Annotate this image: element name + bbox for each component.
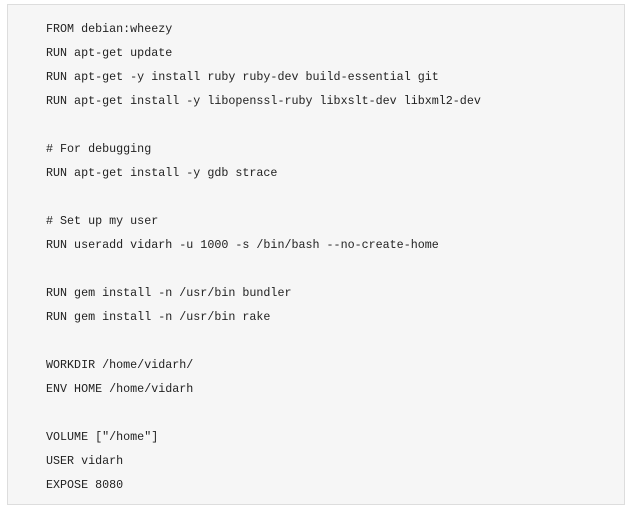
- code-line: FROM debian:wheezy: [46, 22, 173, 36]
- code-line: ENV HOME /home/vidarh: [46, 382, 194, 396]
- code-line: RUN gem install -n /usr/bin bundler: [46, 286, 292, 300]
- code-line: RUN apt-get -y install ruby ruby-dev bui…: [46, 70, 439, 84]
- code-line: RUN apt-get update: [46, 46, 173, 60]
- code-line: USER vidarh: [46, 454, 124, 468]
- code-line: EXPOSE 8080: [46, 478, 124, 492]
- code-line: RUN gem install -n /usr/bin rake: [46, 310, 271, 324]
- code-line: RUN apt-get install -y libopenssl-ruby l…: [46, 94, 481, 108]
- code-line: [46, 257, 624, 281]
- code-line: VOLUME ["/home"]: [46, 430, 159, 444]
- code-line: RUN useradd vidarh -u 1000 -s /bin/bash …: [46, 238, 439, 252]
- code-line: [46, 329, 624, 353]
- code-line: [46, 401, 624, 425]
- code-line: [46, 185, 624, 209]
- code-line: RUN apt-get install -y gdb strace: [46, 166, 278, 180]
- dockerfile-code-block: FROM debian:wheezy RUN apt-get update RU…: [7, 4, 625, 505]
- code-line: [46, 113, 624, 137]
- code-comment: # Set up my user: [46, 214, 159, 228]
- code-comment: # For debugging: [46, 142, 152, 156]
- code-line: WORKDIR /home/vidarh/: [46, 358, 194, 372]
